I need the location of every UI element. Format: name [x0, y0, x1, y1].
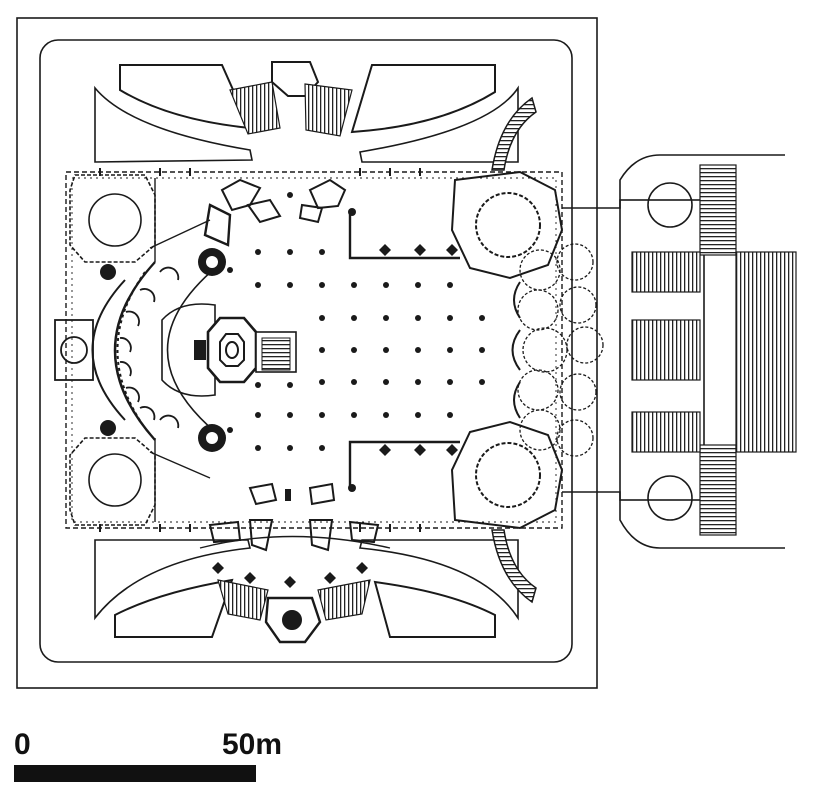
east-chapels-solid: [511, 281, 521, 419]
east-stairs: [631, 164, 797, 536]
tower-southwest: [69, 437, 156, 526]
sacristy-walls: [149, 178, 211, 522]
south-plaza: [94, 539, 519, 644]
buttress-ticks: [99, 168, 421, 532]
tower-southeast: [450, 420, 564, 530]
nave-columns: [227, 249, 485, 451]
tower-northwest: [69, 174, 156, 263]
apse-chapels: [119, 266, 180, 429]
scale-end-label: 50m: [222, 728, 283, 761]
east-facade-chapels: [517, 243, 604, 457]
scale-bar: [14, 765, 256, 782]
building-perimeter: [65, 171, 563, 529]
aisle-walls: [348, 210, 460, 490]
west-entrance: [54, 319, 94, 381]
precinct-wall: [39, 39, 573, 663]
north-portal: [203, 178, 347, 247]
tower-northeast: [450, 170, 564, 280]
south-stairs: [217, 579, 371, 621]
portal-diamonds: [212, 562, 368, 588]
scale-start-label: 0: [14, 728, 31, 761]
altar-dome: [161, 303, 297, 397]
south-portal: [199, 482, 391, 552]
east-annex: [562, 154, 785, 549]
aisle-piers: [348, 208, 458, 492]
north-stairs: [229, 81, 353, 137]
crossing-spirals: [100, 248, 226, 452]
site-boundary: [16, 17, 598, 689]
corner-ramps: [491, 96, 537, 604]
